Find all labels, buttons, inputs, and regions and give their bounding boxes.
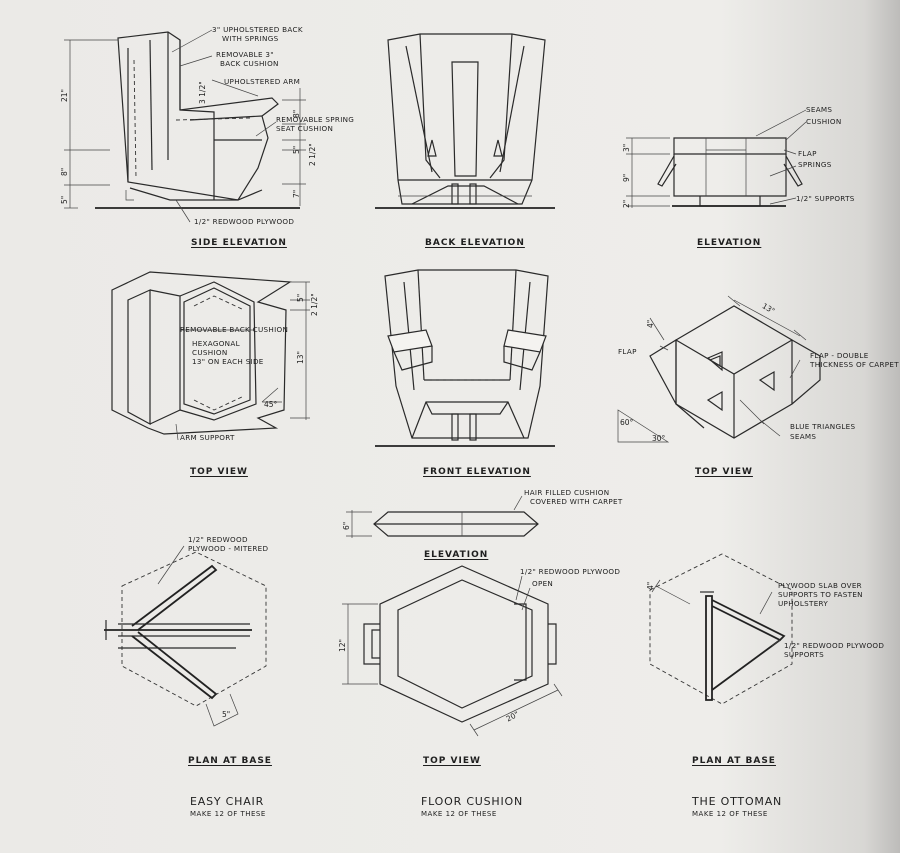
label-redwood-plywood-side: 1/2" REDWOOD PLYWOOD bbox=[194, 217, 295, 226]
label-springs: SPRINGS bbox=[798, 160, 832, 169]
label-redwood-supports: 1/2" REDWOOD PLYWOOD bbox=[784, 641, 885, 650]
label-with-springs: WITH SPRINGS bbox=[222, 34, 279, 43]
cushion-elevation-drawing bbox=[346, 495, 539, 538]
ottoman-plan-base-drawing bbox=[649, 553, 793, 705]
caption-top-view-cushion: TOP VIEW bbox=[423, 756, 481, 766]
dim-5d: 5" bbox=[222, 710, 231, 719]
label-upholstered-arm: UPHOLSTERED ARM bbox=[224, 77, 301, 86]
dim-5: 5" bbox=[60, 195, 69, 204]
label-supports-fasten: SUPPORTS TO FASTEN bbox=[778, 590, 863, 599]
dim-30: 30° bbox=[652, 434, 666, 443]
dim-9: 9" bbox=[622, 173, 631, 182]
label-plywood-mitered: PLYWOOD - MITERED bbox=[188, 544, 269, 553]
caption-elevation-ottoman: ELEVATION bbox=[697, 238, 762, 248]
label-upholstered-back: 3" UPHOLSTERED BACK bbox=[212, 25, 303, 34]
dim-3: 3" bbox=[622, 143, 631, 152]
chair-plan-base-drawing bbox=[104, 545, 267, 727]
subtitle-floor-cushion: MAKE 12 OF THESE bbox=[421, 810, 497, 818]
label-plywood-slab: PLYWOOD SLAB OVER bbox=[778, 581, 862, 590]
caption-top-view-ottoman: TOP VIEW bbox=[695, 467, 753, 477]
dim-2-half: 2 1/2" bbox=[308, 143, 317, 166]
front-elevation-drawing bbox=[375, 269, 555, 447]
ottoman-top-view-drawing bbox=[617, 295, 821, 443]
label-hex-cushion: CUSHION bbox=[192, 348, 228, 357]
title-floor-cushion: FLOOR CUSHION bbox=[421, 795, 524, 808]
dim-45: 45° bbox=[264, 400, 278, 409]
caption-front-elevation: FRONT ELEVATION bbox=[423, 467, 531, 477]
label-flap: FLAP bbox=[798, 149, 817, 158]
caption-back-elevation: BACK ELEVATION bbox=[425, 238, 525, 248]
title-ottoman: THE OTTOMAN bbox=[692, 795, 783, 808]
dim-3-half: 3 1/2" bbox=[198, 81, 207, 104]
chair-top-view-drawing bbox=[111, 271, 310, 441]
label-redwood-plywood-2: 1/2" REDWOOD PLYWOOD bbox=[520, 567, 621, 576]
label-flap-double: FLAP - DOUBLE bbox=[810, 351, 869, 360]
label-back-cushion: BACK CUSHION bbox=[220, 59, 279, 68]
dim-6: 6" bbox=[342, 521, 351, 530]
dim-4: 4" bbox=[646, 319, 655, 328]
ottoman-elevation-drawing bbox=[626, 109, 807, 208]
subtitle-easy-chair: MAKE 12 OF THESE bbox=[190, 810, 266, 818]
dim-5b: 5" bbox=[292, 145, 301, 154]
dim-2: 2" bbox=[622, 199, 631, 208]
back-elevation-drawing bbox=[375, 33, 555, 209]
caption-plan-base-ottoman: PLAN AT BASE bbox=[692, 756, 776, 766]
label-13-each-side: 13" ON EACH SIDE bbox=[192, 357, 264, 366]
label-hexagonal: HEXAGONAL bbox=[192, 339, 240, 348]
label-open: OPEN bbox=[532, 579, 554, 588]
label-flap-left: FLAP bbox=[618, 347, 637, 356]
label-seams: SEAMS bbox=[806, 105, 833, 114]
label-removable-spring: REMOVABLE SPRING bbox=[276, 115, 355, 124]
caption-side-elevation: SIDE ELEVATION bbox=[191, 238, 287, 248]
dim-12: 12" bbox=[338, 639, 347, 652]
dim-13: 13" bbox=[296, 351, 305, 364]
subtitle-ottoman: MAKE 12 OF THESE bbox=[692, 810, 768, 818]
caption-top-view-chair: TOP VIEW bbox=[190, 467, 248, 477]
dim-8: 8" bbox=[60, 167, 69, 176]
dim-7: 7" bbox=[292, 189, 301, 198]
label-upholstery: UPHOLSTERY bbox=[778, 599, 829, 608]
dim-8b: 8" bbox=[292, 109, 301, 118]
caption-elevation-cushion: ELEVATION bbox=[424, 550, 489, 560]
title-easy-chair: EASY CHAIR bbox=[190, 795, 265, 808]
label-covered-carpet: COVERED WITH CARPET bbox=[530, 497, 623, 506]
label-redwood-mitered: 1/2" REDWOOD bbox=[188, 535, 248, 544]
label-cushion: CUSHION bbox=[806, 117, 842, 126]
label-supports: SUPPORTS bbox=[784, 650, 824, 659]
label-seat-cushion: SEAT CUSHION bbox=[276, 124, 334, 133]
label-removable-back: REMOVABLE 3" bbox=[216, 50, 274, 59]
label-thickness-carpet: THICKNESS OF CARPET bbox=[810, 360, 899, 369]
dim-60: 60° bbox=[620, 418, 634, 427]
label-removable-back-cushion: REMOVABLE BACK CUSHION bbox=[180, 325, 289, 334]
label-blue-triangles: BLUE TRIANGLES bbox=[790, 422, 856, 431]
caption-plan-base-chair: PLAN AT BASE bbox=[188, 756, 272, 766]
dim-5c: 5" bbox=[296, 293, 305, 302]
label-seams-2: SEAMS bbox=[790, 432, 817, 441]
label-half-supports: 1/2" SUPPORTS bbox=[796, 194, 855, 203]
label-arm-support: ARM SUPPORT bbox=[180, 433, 235, 442]
dim-21: 21" bbox=[60, 89, 69, 102]
side-elevation-drawing bbox=[64, 29, 306, 223]
dim-4b: 4" bbox=[646, 581, 655, 590]
cushion-top-view-drawing bbox=[342, 565, 563, 737]
dim-2-half-b: 2 1/2" bbox=[310, 293, 319, 316]
label-hair-filled: HAIR FILLED CUSHION bbox=[524, 488, 610, 497]
